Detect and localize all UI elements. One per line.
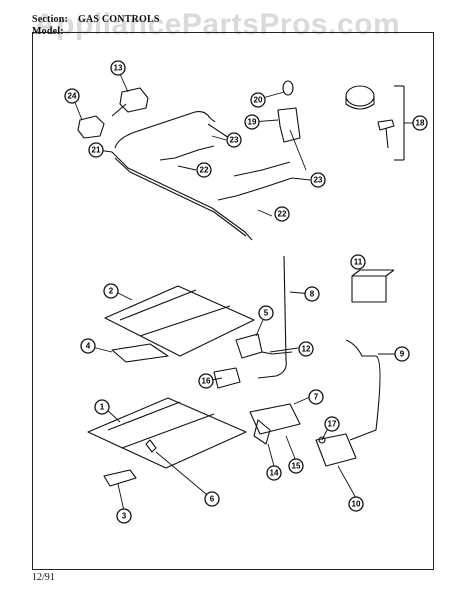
- burner-tube-upper: [159, 145, 215, 161]
- svg-text:14: 14: [270, 469, 279, 478]
- bracket-3: [103, 469, 137, 487]
- svg-text:4: 4: [86, 342, 91, 351]
- svg-text:6: 6: [210, 495, 215, 504]
- burner-panel-2: [104, 285, 255, 357]
- svg-text:20: 20: [254, 96, 263, 105]
- gas-valve-13: [119, 87, 149, 113]
- svg-text:10: 10: [352, 500, 361, 509]
- ignitor-11: [351, 275, 387, 303]
- svg-text:12: 12: [302, 345, 311, 354]
- svg-text:8: 8: [310, 290, 315, 299]
- safety-valve: [249, 403, 301, 435]
- regulator-24: [77, 115, 105, 139]
- callout-23-b: 23: [310, 172, 326, 188]
- callout-7: 7: [308, 389, 324, 405]
- burner-panel-1: [87, 397, 247, 469]
- callout-17: 17: [324, 416, 340, 432]
- part-5: [235, 333, 263, 359]
- callout-1: 1: [94, 399, 110, 415]
- svg-text:1: 1: [100, 403, 105, 412]
- callout-22-a: 22: [196, 162, 212, 178]
- model-label: Model:: [32, 26, 64, 37]
- svg-text:7: 7: [314, 393, 319, 402]
- callout-10: 10: [348, 496, 364, 512]
- svg-text:2: 2: [109, 287, 114, 296]
- footer-date: 12/91: [32, 572, 55, 583]
- svg-text:22: 22: [200, 166, 209, 175]
- callout-22-b: 22: [274, 206, 290, 222]
- callout-15: 15: [288, 458, 304, 474]
- callout-11: 11: [350, 254, 366, 270]
- svg-text:11: 11: [354, 258, 363, 267]
- manifold-pipe: [114, 111, 216, 149]
- svg-text:21: 21: [92, 146, 101, 155]
- svg-text:15: 15: [292, 462, 301, 471]
- svg-text:16: 16: [202, 377, 211, 386]
- callout-14: 14: [266, 465, 282, 481]
- svg-text:24: 24: [68, 92, 77, 101]
- tube-9: [345, 339, 381, 441]
- callout-13: 13: [110, 60, 126, 76]
- thermostat-10: [315, 433, 357, 467]
- callout-23-a: 23: [226, 132, 242, 148]
- burner-tube-lower: [217, 177, 293, 201]
- callout-4: 4: [80, 338, 96, 354]
- section-title: GAS CONTROLS: [78, 14, 160, 25]
- callout-5: 5: [258, 305, 274, 321]
- bracket-4: [111, 343, 169, 363]
- thermo-tube: [283, 255, 287, 361]
- svg-text:23: 23: [230, 136, 239, 145]
- svg-text:18: 18: [416, 119, 425, 128]
- callout-6: 6: [204, 491, 220, 507]
- callout-21: 21: [88, 142, 104, 158]
- svg-text:5: 5: [264, 309, 269, 318]
- bracket-19: [277, 107, 301, 143]
- part-16: [213, 367, 241, 389]
- callout-18: 18: [412, 115, 428, 131]
- callout-8: 8: [304, 286, 320, 302]
- knob-18: [345, 85, 375, 107]
- svg-text:23: 23: [314, 176, 323, 185]
- diagram-frame: [32, 32, 434, 570]
- callout-12: 12: [298, 341, 314, 357]
- svg-text:17: 17: [328, 420, 337, 429]
- callout-20: 20: [250, 92, 266, 108]
- callout-16: 16: [198, 373, 214, 389]
- section-label: Section:: [32, 14, 69, 25]
- manifold-tube: [111, 151, 253, 241]
- svg-text:22: 22: [278, 210, 287, 219]
- callout-2: 2: [103, 283, 119, 299]
- svg-text:3: 3: [122, 512, 127, 521]
- svg-text:13: 13: [114, 64, 123, 73]
- callout-3: 3: [116, 508, 132, 524]
- callout-24: 24: [64, 88, 80, 104]
- svg-text:19: 19: [248, 118, 257, 127]
- svg-text:9: 9: [400, 350, 405, 359]
- watermark: AppliancePartsPros.com: [34, 8, 401, 41]
- callout-9: 9: [394, 346, 410, 362]
- callout-19: 19: [244, 114, 260, 130]
